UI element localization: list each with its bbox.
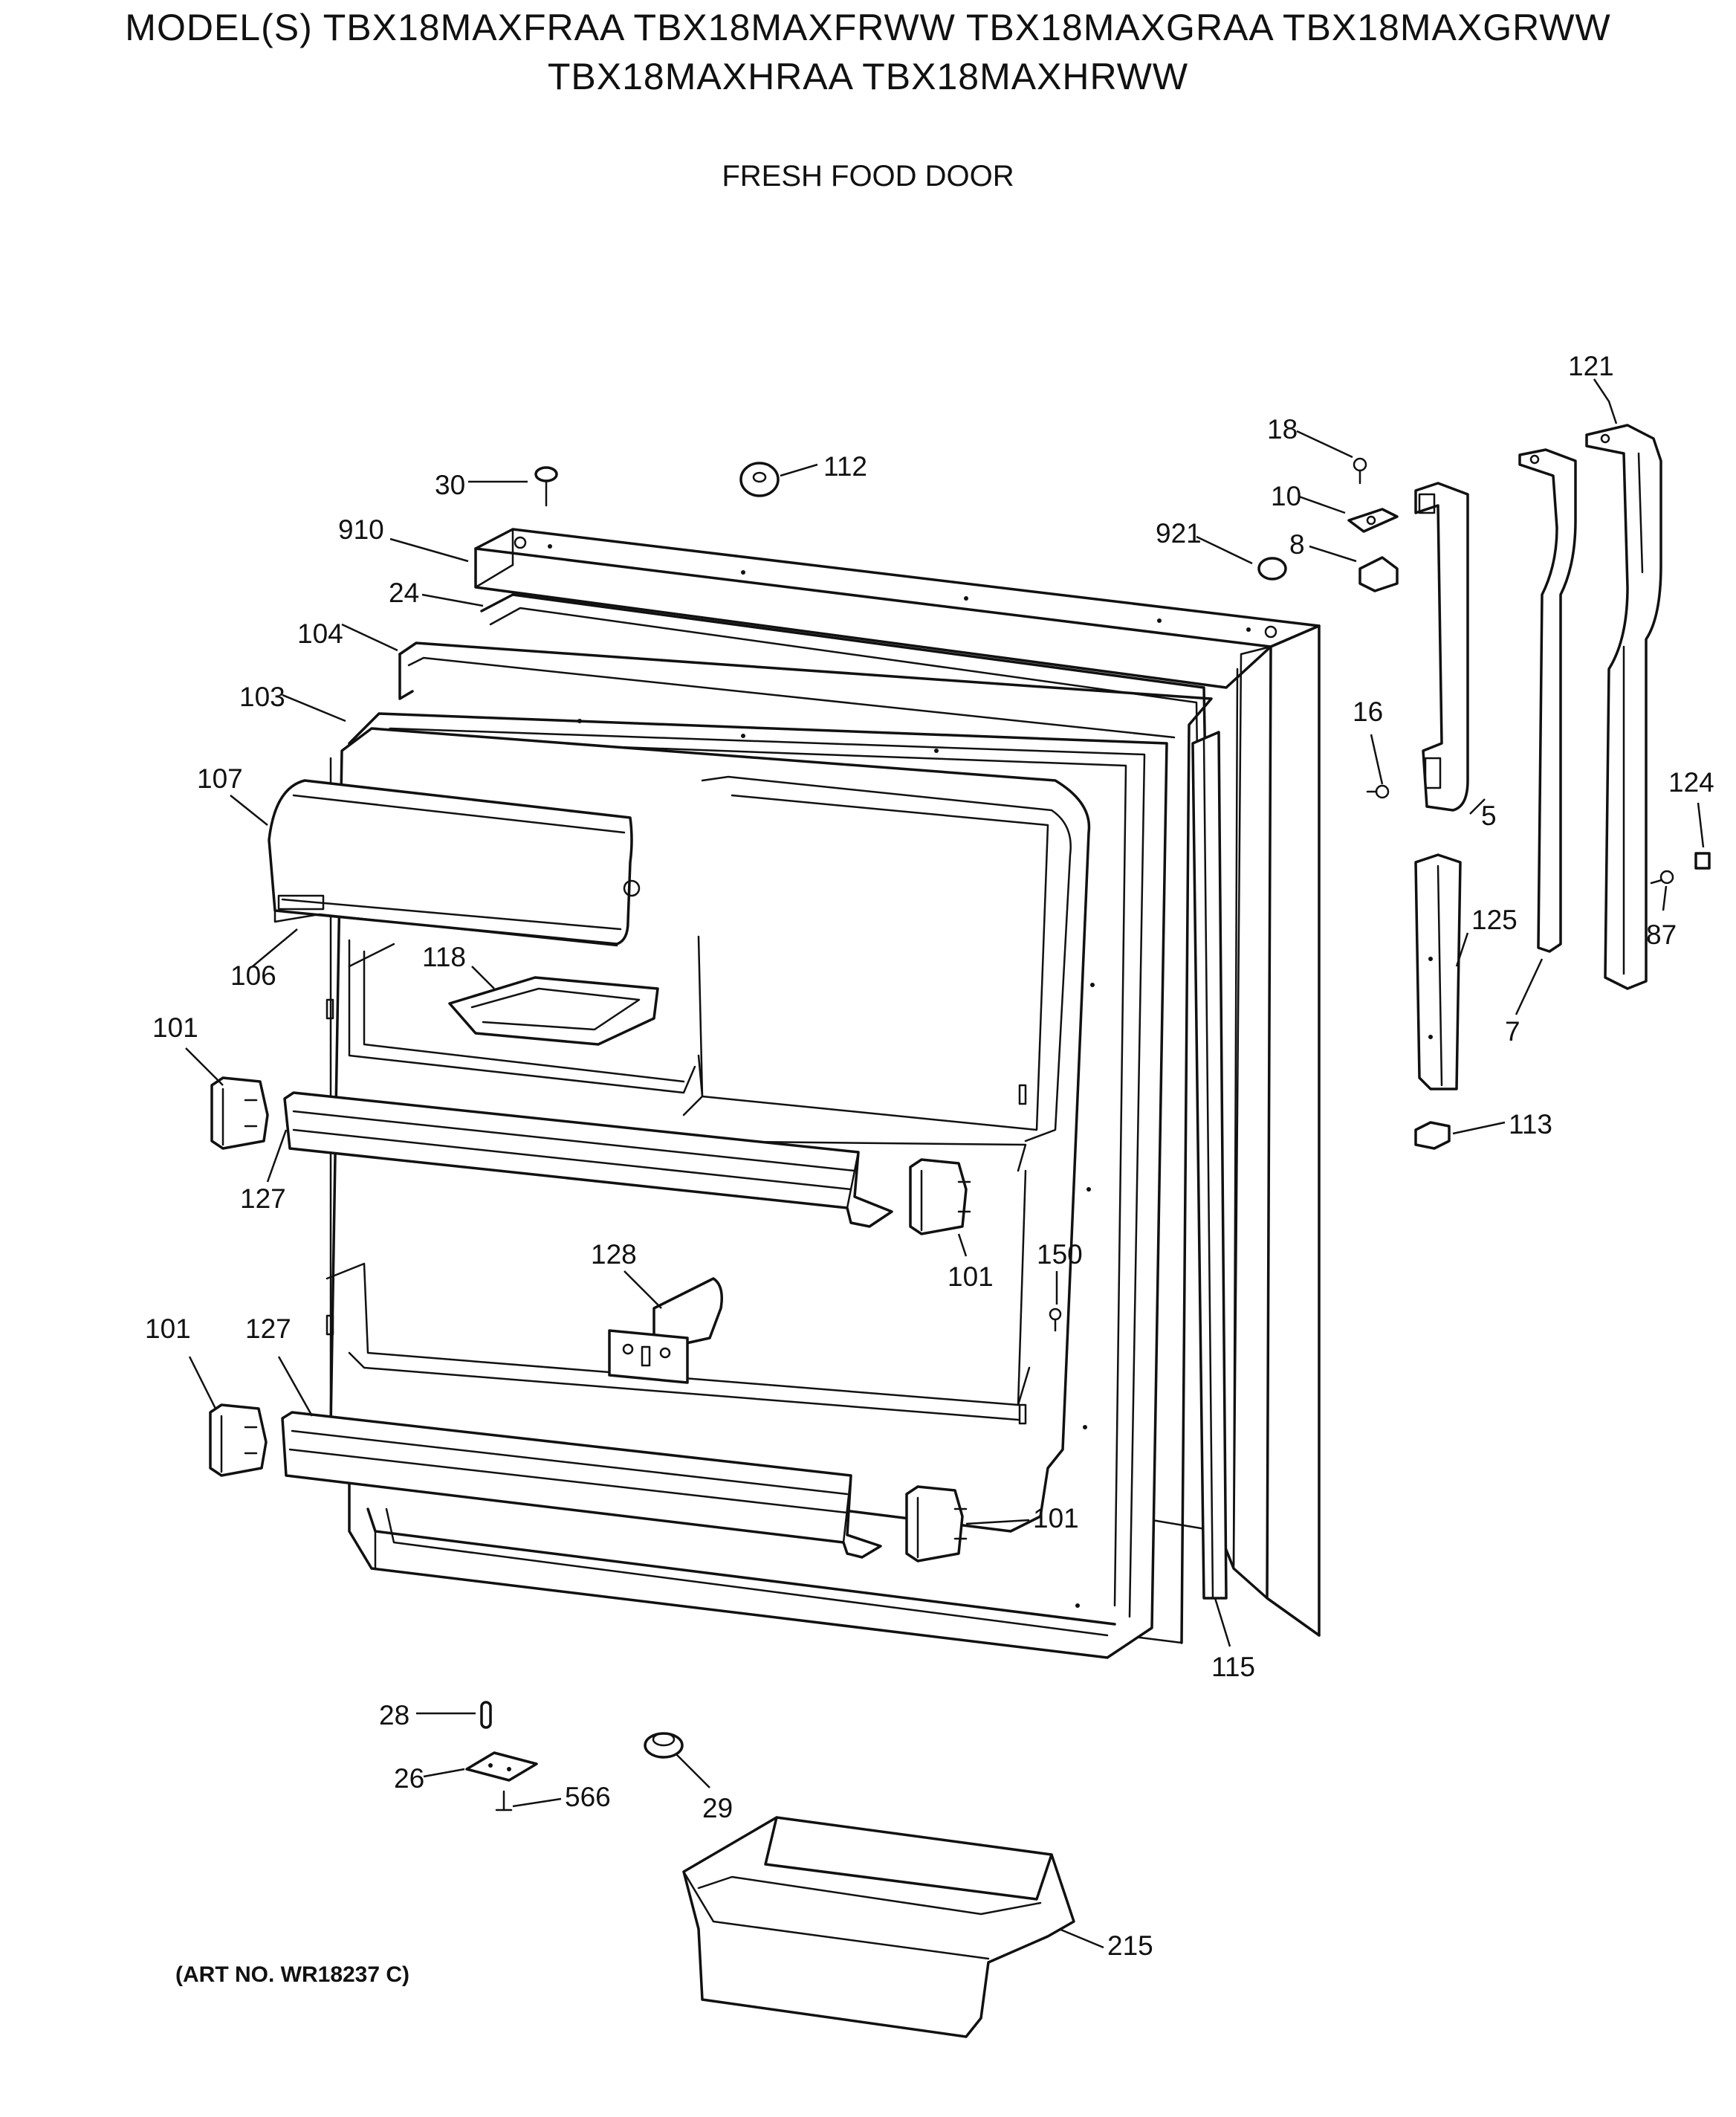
bumper-29 <box>644 1732 684 1759</box>
callout-16: 16 <box>1353 696 1383 727</box>
screw-566 <box>495 1790 513 1811</box>
model-list-line-1: MODEL(S) TBX18MAXFRAA TBX18MAXFRWW TBX18… <box>125 7 1611 48</box>
callout-101-right-lower: 101 <box>1033 1503 1079 1533</box>
callout-5: 5 <box>1481 801 1497 831</box>
callout-150: 150 <box>1037 1239 1083 1270</box>
door-outer-shell <box>474 528 1321 1637</box>
screw-150 <box>1049 1308 1062 1332</box>
callout-121: 121 <box>1568 351 1614 381</box>
callout-101-right-upper: 101 <box>948 1261 994 1292</box>
callout-87: 87 <box>1646 919 1677 950</box>
section-title: FRESH FOOD DOOR <box>722 160 1014 193</box>
hinge-arm-121 <box>1585 424 1662 990</box>
callout-921: 921 <box>1156 518 1202 549</box>
bracket-26 <box>465 1751 538 1782</box>
callout-125: 125 <box>1471 905 1518 935</box>
callout-112: 112 <box>823 451 867 482</box>
shelf-support-right-upper <box>909 1158 971 1235</box>
plug-112 <box>739 462 780 497</box>
butter-dish <box>448 976 659 1046</box>
gasket-strip <box>1191 731 1228 1600</box>
door-plug <box>1257 557 1287 581</box>
callout-115: 115 <box>1211 1652 1255 1682</box>
callout-101-left-upper: 101 <box>152 1012 198 1043</box>
callout-labels: 121 18 112 30 10 910 921 8 24 104 103 16… <box>145 351 1714 1961</box>
callout-118: 118 <box>422 942 466 972</box>
callout-113: 113 <box>1509 1109 1552 1140</box>
trim-bracket <box>1414 853 1462 1090</box>
dairy-compartment-door <box>268 779 641 947</box>
model-list-line-2: TBX18MAXHRAA TBX18MAXHRWW <box>547 56 1189 97</box>
shelf-bar-upper <box>283 1091 893 1228</box>
callout-28: 28 <box>379 1700 409 1730</box>
screw-30 <box>534 466 558 507</box>
door-bin <box>682 1816 1075 2038</box>
callout-127-upper: 127 <box>240 1183 286 1214</box>
callout-24: 24 <box>389 578 419 608</box>
shelf-support-left-lower <box>209 1403 268 1477</box>
callout-10: 10 <box>1271 481 1301 511</box>
callout-106: 106 <box>230 960 276 991</box>
callout-29: 29 <box>702 1793 733 1823</box>
hinge-arm-7 <box>1518 448 1577 953</box>
breaker-strip <box>398 641 1213 1644</box>
screw-87 <box>1650 870 1674 885</box>
screw-16 <box>1366 784 1390 799</box>
art-number: (ART NO. WR18237 C) <box>175 1962 410 1987</box>
callout-127-lower: 127 <box>245 1313 291 1344</box>
callout-30: 30 <box>435 470 465 500</box>
callout-18: 18 <box>1267 414 1298 445</box>
shelf-support-right-lower <box>905 1485 968 1562</box>
shelf-bar-lower <box>281 1411 882 1559</box>
hinge-plate <box>1347 508 1399 533</box>
spacer-113 <box>1414 1121 1451 1150</box>
callout-128: 128 <box>591 1239 637 1270</box>
callout-104: 104 <box>297 618 343 649</box>
callout-7: 7 <box>1505 1016 1520 1047</box>
hinge-cap <box>1358 556 1399 592</box>
shelf-support-left-upper <box>210 1076 269 1150</box>
handle-bracket <box>1414 482 1469 812</box>
callout-101-left-lower: 101 <box>145 1313 191 1344</box>
callout-26: 26 <box>394 1763 424 1794</box>
callout-103: 103 <box>239 682 285 712</box>
hinge-screw-18 <box>1353 457 1367 485</box>
callout-107: 107 <box>197 763 243 794</box>
clip-124 <box>1694 852 1711 870</box>
pin-28 <box>480 1701 492 1729</box>
callout-leaders <box>185 378 1705 1949</box>
callout-8: 8 <box>1289 529 1305 560</box>
callout-566: 566 <box>565 1782 611 1812</box>
callout-910: 910 <box>338 514 384 545</box>
divider-clip <box>608 1277 723 1384</box>
callout-124: 124 <box>1668 767 1714 798</box>
callout-215: 215 <box>1107 1930 1153 1961</box>
